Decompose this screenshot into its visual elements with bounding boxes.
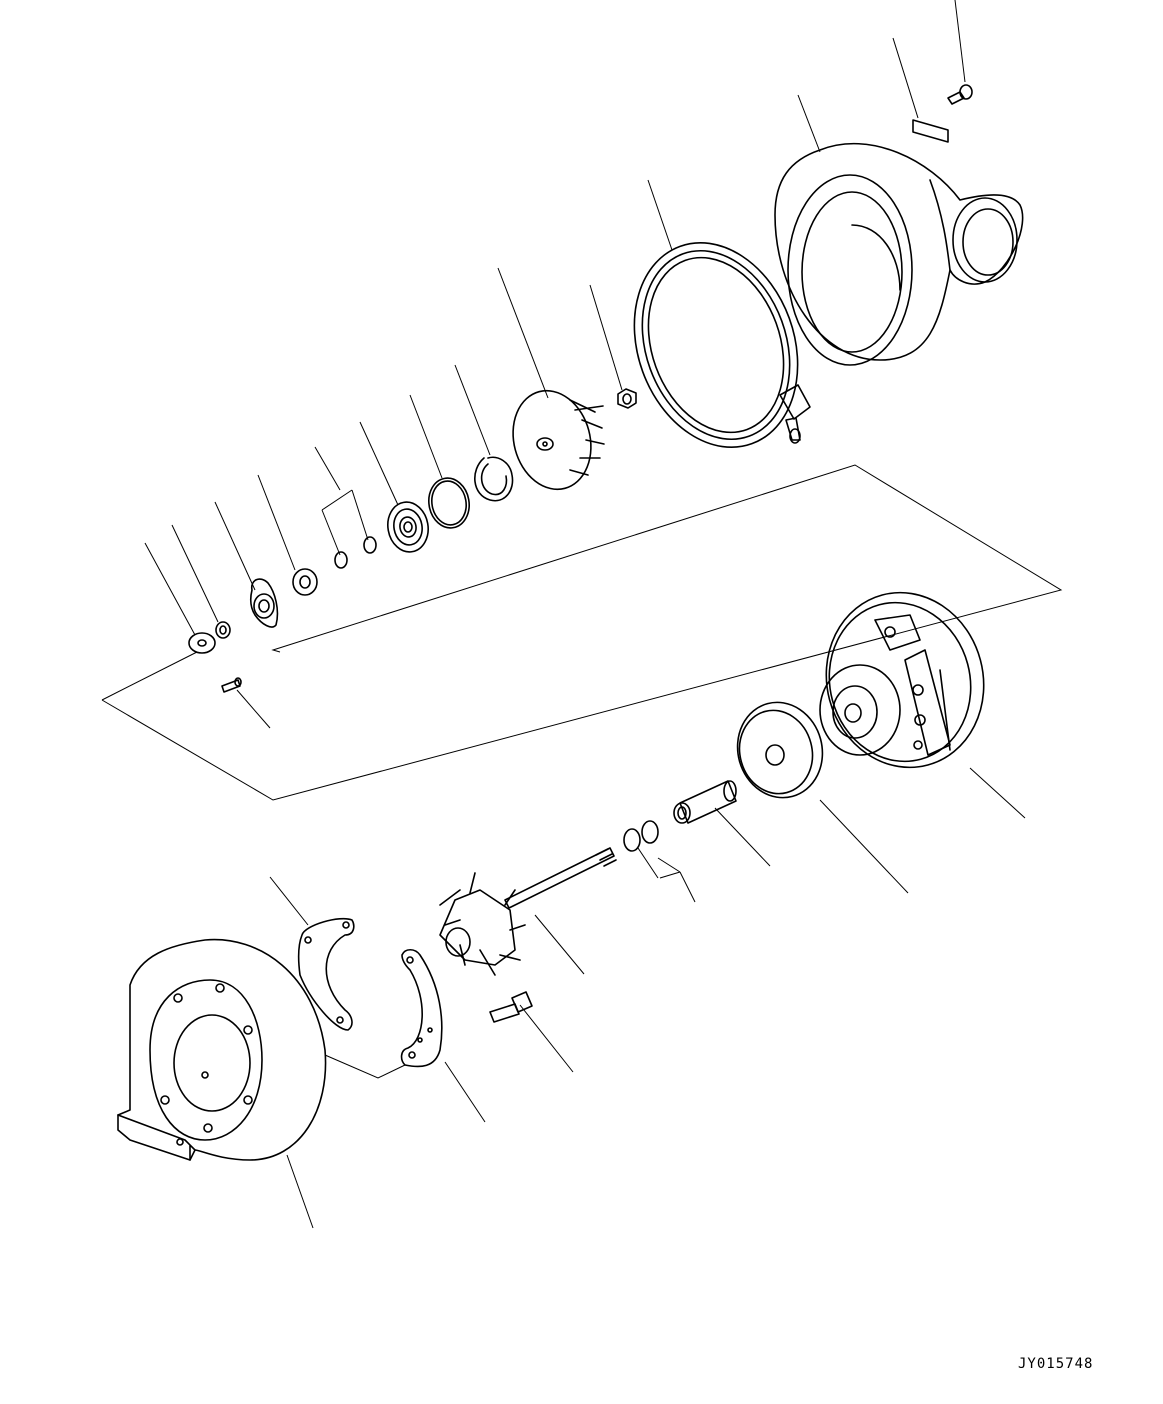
thrust-bearing xyxy=(249,578,279,628)
turbine-housing xyxy=(117,938,327,1161)
nameplate xyxy=(912,119,949,143)
piston-rings xyxy=(334,536,377,569)
compressor-housing xyxy=(774,142,1024,366)
clamp-plate xyxy=(400,948,443,1068)
v-band-clamp xyxy=(633,241,811,449)
washer xyxy=(188,632,216,654)
turbine-wheel-shaft xyxy=(439,847,617,976)
upper-group-boundary xyxy=(101,651,198,701)
snap-ring xyxy=(474,456,514,502)
drawing-id-label: JY015748 xyxy=(1018,1356,1094,1372)
turbine-housing-bolt xyxy=(489,991,533,1023)
upper-group-boundary-2 xyxy=(101,464,1063,801)
center-housing xyxy=(819,591,985,769)
thrust-collar xyxy=(292,568,318,596)
o-ring xyxy=(428,477,470,529)
heat-shield xyxy=(736,701,824,799)
compressor-impeller xyxy=(512,389,605,491)
leader-lines-upper xyxy=(144,0,966,729)
seal-plate xyxy=(387,501,429,553)
compressor-housing-bolt xyxy=(947,84,973,105)
thrust-washer xyxy=(215,621,231,639)
bearing-snap-rings xyxy=(623,820,659,852)
impeller-nut xyxy=(617,388,637,409)
leader-lines-lower xyxy=(269,767,1026,1229)
journal-bearing xyxy=(673,780,737,824)
lock-plate xyxy=(297,917,355,1031)
pin xyxy=(221,677,242,693)
